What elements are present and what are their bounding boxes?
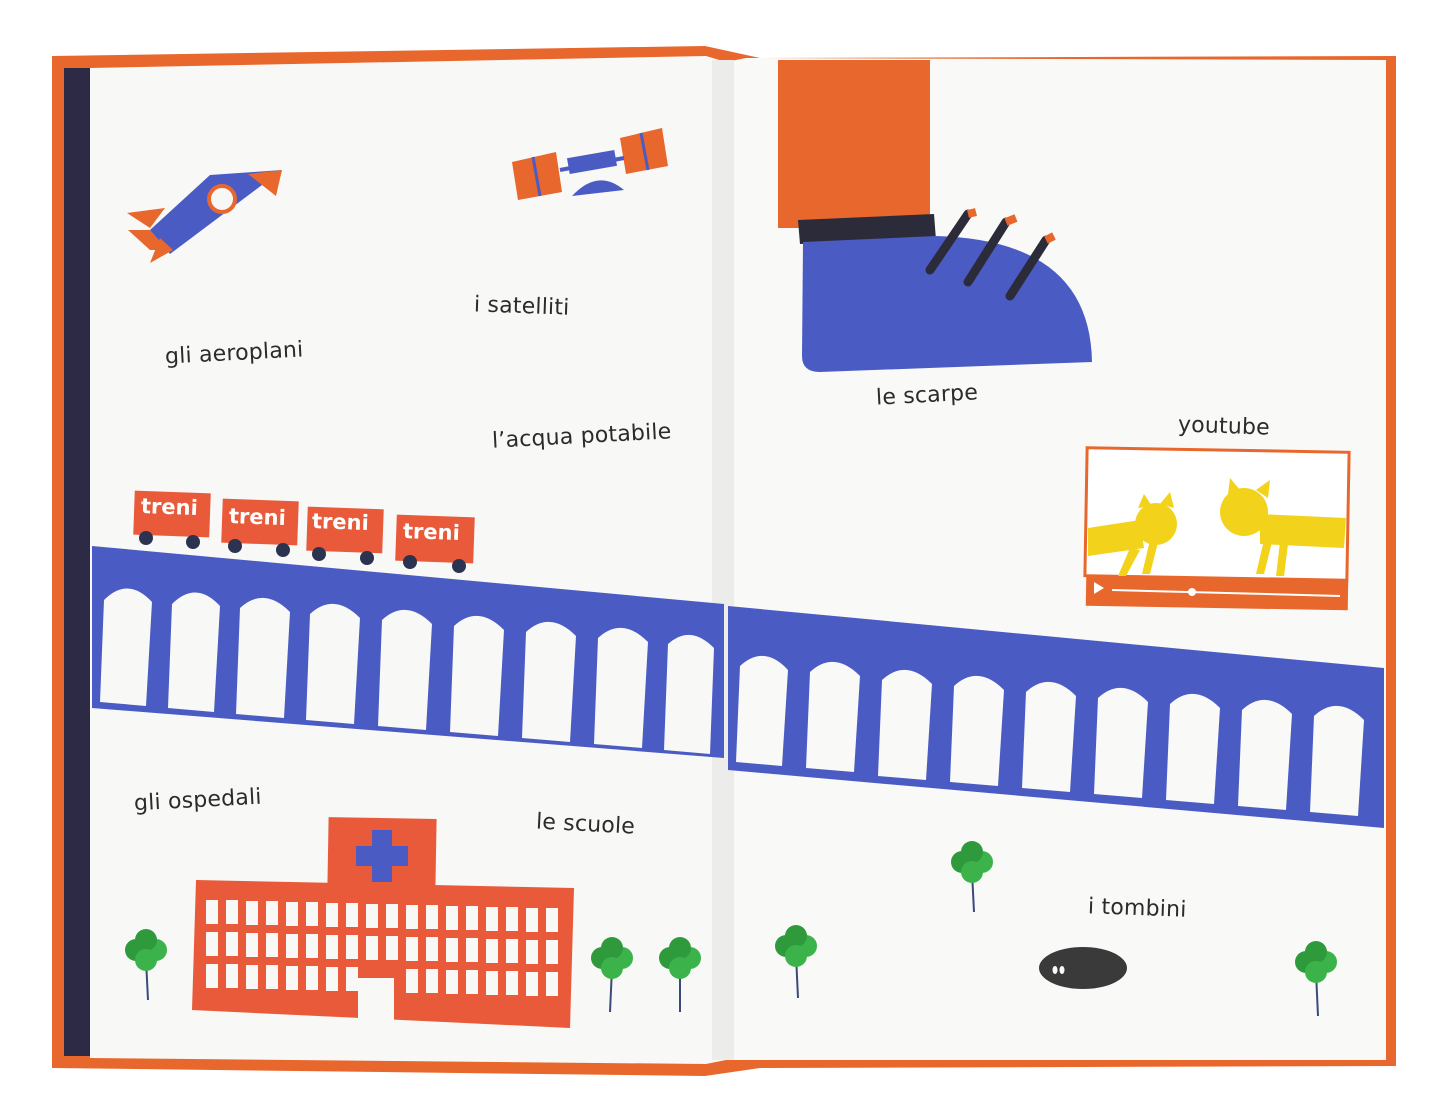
train-wagon [133,490,211,549]
gutter-shadow [712,60,734,1060]
book-spine [64,68,90,1056]
tree-icon [775,925,817,999]
label-youtube: youtube [1177,412,1271,441]
train-wagon [221,498,299,557]
aqueduct-left [92,546,724,758]
train-wagon [395,514,475,573]
label-satellites: i satelliti [473,292,570,321]
train [133,490,475,573]
train-wagon-label: treni [402,519,461,545]
cat-icon [1088,492,1177,576]
tree-icon [591,937,633,1013]
cat-icon [1220,478,1346,576]
hospital-icon [192,817,574,1028]
train-wagon [306,506,384,565]
tree-icon [1295,941,1337,1017]
train-wagon-label: treni [228,504,287,530]
satellite-icon [512,128,668,200]
label-shoes: le scarpe [875,380,979,411]
tree-icon [659,937,701,1012]
shoe-icon [778,60,1092,372]
tree-icon [951,841,993,913]
label-manholes: i tombini [1087,894,1187,923]
aqueduct-right [728,606,1384,828]
tree-icon [125,929,167,1001]
video-player-icon [1083,446,1351,611]
rocket-icon [127,170,282,263]
manhole-icon [1039,947,1127,989]
train-wagon-label: treni [311,509,370,535]
train-wagon-label: treni [140,494,199,520]
label-schools: le scuole [535,809,636,840]
